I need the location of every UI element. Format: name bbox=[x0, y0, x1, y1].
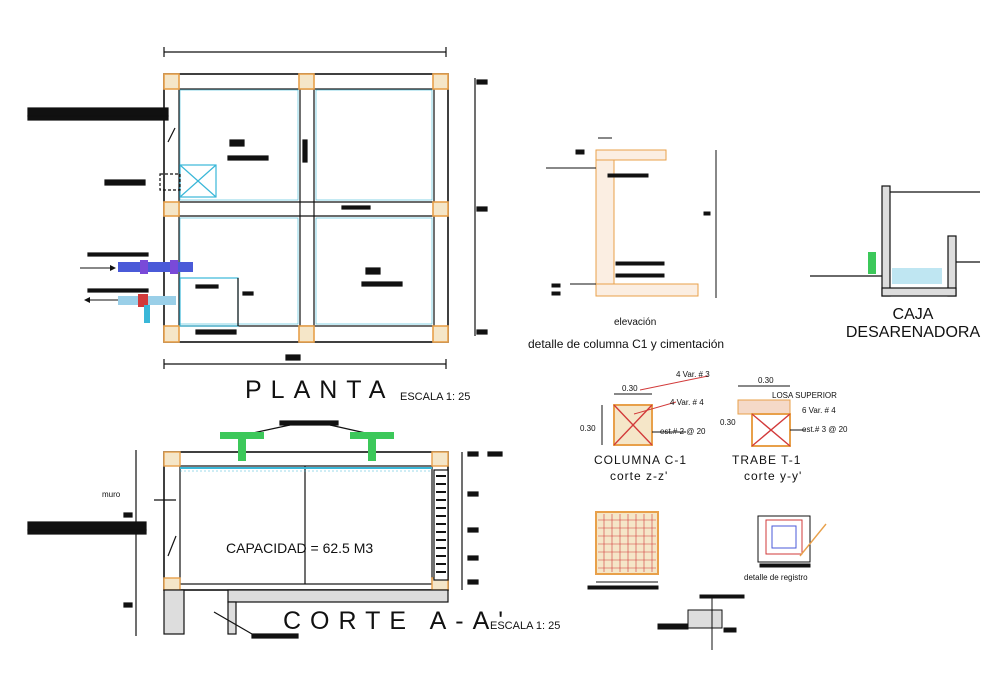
trabe-title: TRABE T-1 bbox=[732, 453, 802, 467]
wall-label: muro bbox=[102, 490, 121, 499]
caja-title-line2: DESARENADORA bbox=[845, 324, 981, 341]
column-detail-caption: detalle de columna C1 y cimentación bbox=[528, 337, 725, 351]
trabe-slab: LOSA SUPERIOR bbox=[772, 391, 837, 400]
trabe-stirrups: est.# 3 @ 20 bbox=[802, 425, 848, 434]
caja-desarenadora-drawing bbox=[810, 185, 980, 297]
trabe-subtitle: corte y-y' bbox=[744, 469, 803, 483]
plan-view bbox=[27, 47, 488, 369]
plan-scale: ESCALA 1: 25 bbox=[400, 391, 471, 403]
columna-subtitle: corte z-z' bbox=[610, 469, 669, 483]
columna-bars-b: 4 Var. # 4 bbox=[670, 398, 704, 407]
column-foundation-detail bbox=[546, 137, 717, 298]
trabe-dim-top: 0.30 bbox=[758, 376, 774, 385]
elevation-label: elevación bbox=[614, 317, 657, 328]
plan-title: PLANTA bbox=[245, 376, 395, 404]
trabe-t1-section bbox=[737, 385, 806, 447]
registro-detail bbox=[757, 515, 827, 568]
caja-title: CAJA DESARENADORA bbox=[836, 306, 990, 342]
trabe-dim-side: 0.30 bbox=[720, 418, 736, 427]
columna-dim-top: 0.30 bbox=[622, 384, 638, 393]
registro-caption: detalle de registro bbox=[744, 573, 808, 582]
trabe-bars: 6 Var. # 4 bbox=[802, 406, 836, 415]
tank-capacity: CAPACIDAD = 62.5 M3 bbox=[226, 540, 374, 556]
valve-detail bbox=[657, 594, 745, 650]
columna-bars-a: 4 Var. # 3 bbox=[676, 370, 710, 379]
section-scale: ESCALA 1: 25 bbox=[490, 620, 561, 632]
plan-pipes bbox=[80, 260, 193, 323]
footing-plan-detail bbox=[587, 511, 659, 590]
section-title: CORTE A-A' bbox=[283, 607, 513, 635]
section-view bbox=[27, 420, 503, 639]
columna-dim-side: 0.30 bbox=[580, 424, 596, 433]
caja-title-line1: CAJA bbox=[892, 306, 934, 323]
columna-stirrups: est.# 2 @ 20 bbox=[660, 427, 706, 436]
columna-c1-section bbox=[601, 375, 709, 446]
columna-title: COLUMNA C-1 bbox=[594, 453, 688, 467]
vent-pipes bbox=[220, 432, 394, 461]
